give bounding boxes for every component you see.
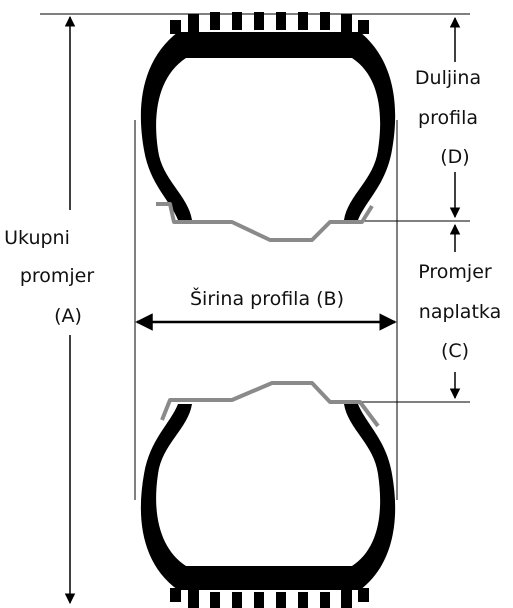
labels: Ukupni promjer (A) Širina profila (B) Du… xyxy=(4,67,501,362)
lower-tire-section xyxy=(140,381,396,608)
lower-rim-profile xyxy=(160,381,380,428)
dimension-arrows xyxy=(64,15,461,605)
sidewall-height-label-line1: Duljina xyxy=(415,67,481,89)
overall-diameter-label-line1: Ukupni xyxy=(4,227,70,249)
upper-tire-body xyxy=(140,32,396,220)
rim-diameter-label-line1: Promjer xyxy=(418,261,492,283)
guide-lines xyxy=(40,13,470,500)
overall-diameter-label-line2: promjer xyxy=(20,265,95,287)
rim-diameter-label-line2: naplatka xyxy=(419,301,501,323)
upper-tire-section xyxy=(140,12,396,242)
upper-rim-profile xyxy=(156,202,374,242)
sidewall-height-label-line3: (D) xyxy=(440,146,469,168)
lower-tread-blocks xyxy=(170,588,369,608)
overall-diameter-label-line3: (A) xyxy=(54,305,82,327)
sidewall-height-label-line2: profila xyxy=(418,107,478,129)
section-width-label: Širina profila (B) xyxy=(190,286,344,310)
lower-tire-body xyxy=(140,404,396,590)
rim-diameter-label-line3: (C) xyxy=(441,340,469,362)
upper-tread-blocks xyxy=(170,12,369,34)
